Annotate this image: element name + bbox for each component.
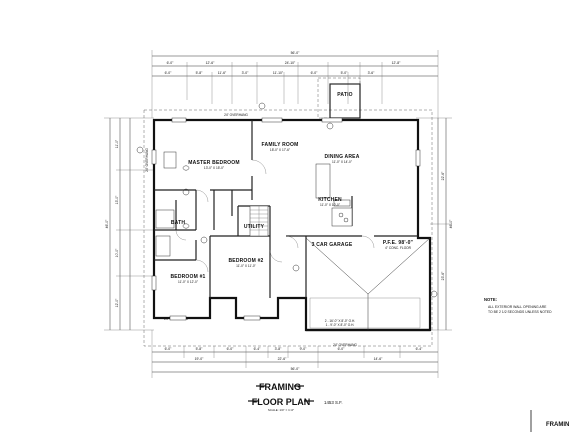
right-dimension-labels: 22'-6" 23'-6" 46'-0" [441, 171, 453, 280]
family-room-size: 18'-0" X 17'-6" [270, 148, 290, 152]
overhang-label-top: 24" OVERHANG [224, 113, 248, 117]
svg-text:3'-8": 3'-8" [275, 347, 283, 351]
svg-text:12'-8": 12'-8" [392, 61, 401, 65]
right-dimension-lines [416, 117, 452, 331]
note-text-line-1: ALL EXTERIOR WALL OPENING ARE [488, 305, 547, 309]
top-dimension-lines [151, 50, 439, 118]
patio [329, 83, 361, 119]
kitchen-counters [315, 163, 353, 227]
bedroom-1-label: BEDROOM #1 [170, 274, 205, 280]
svg-text:22'-6": 22'-6" [441, 171, 445, 180]
svg-text:24'-10": 24'-10" [285, 61, 296, 65]
garage-label: 3 CAR GARAGE [312, 242, 353, 248]
svg-text:6'-0": 6'-0" [165, 347, 173, 351]
windows [151, 117, 421, 321]
svg-text:5'-0": 5'-0" [341, 71, 349, 75]
left-dimension-labels: 46'-0" 11'-0" 13'-0" 10'-0" 12'-0" [105, 139, 119, 307]
bedroom-2-label: BEDROOM #2 [228, 258, 263, 264]
overhang-label-left: 24" OVERHANG [145, 148, 149, 172]
callout-markers [136, 102, 438, 298]
sheet-title-line-2: FLOOR PLAN [252, 397, 311, 407]
svg-text:14'-6": 14'-6" [374, 357, 383, 361]
svg-text:9'-0": 9'-0" [300, 347, 308, 351]
svg-text:6'-0": 6'-0" [167, 61, 175, 65]
kitchen-size: 11'-0" X 10'-0" [320, 203, 340, 207]
sheet-scale: SCALE: 1/4" = 1'-0" [268, 408, 294, 412]
pfe-sublabel: 4" CONC. FLOOR [385, 246, 412, 250]
svg-text:3'-6": 3'-6" [368, 71, 376, 75]
bedroom-2-size: 11'-0" X 11'-0" [236, 264, 256, 268]
svg-text:46'-0": 46'-0" [105, 219, 109, 228]
svg-text:10'-0": 10'-0" [115, 248, 119, 257]
svg-text:6'-0": 6'-0" [311, 71, 319, 75]
note-heading: NOTE: [484, 297, 497, 302]
svg-text:11'-6": 11'-6" [218, 71, 227, 75]
svg-text:13'-0": 13'-0" [115, 195, 119, 204]
svg-text:6'-4": 6'-4" [416, 347, 424, 351]
svg-text:11'-10": 11'-10" [273, 71, 284, 75]
stairs [249, 205, 269, 237]
svg-text:3'-0": 3'-0" [242, 71, 250, 75]
svg-text:6'-0": 6'-0" [227, 347, 235, 351]
roof-overhang-outline [143, 77, 433, 347]
master-bedroom-label: MASTER BEDROOM [188, 160, 239, 166]
door-swings [175, 159, 375, 273]
svg-text:22'-6": 22'-6" [278, 357, 287, 361]
svg-text:6'-0": 6'-0" [338, 347, 346, 351]
svg-text:11'-0": 11'-0" [115, 139, 119, 148]
svg-text:6'-4": 6'-4" [254, 347, 262, 351]
svg-text:5'-8": 5'-8" [196, 347, 204, 351]
pfe-label: P.F.E. 98'-0" [383, 240, 414, 246]
overhang-label-garage: 24" OVERHANG [333, 343, 357, 347]
bottom-overall-dimension: 56'-0" [291, 367, 300, 371]
title-block [248, 385, 314, 402]
svg-text:19'-0": 19'-0" [195, 357, 204, 361]
svg-text:12'-0": 12'-0" [115, 298, 119, 307]
garage-door-note-2: 1 - 9'-0" X 8'-0" O.H. [326, 323, 355, 327]
top-overall-dimension: 56'-0" [291, 51, 300, 55]
svg-text:6'-0": 6'-0" [165, 71, 173, 75]
patio-label: PATIO [337, 92, 353, 98]
svg-text:46'-0": 46'-0" [449, 219, 453, 228]
exterior-walls [152, 118, 432, 332]
top-dimension-labels: 6'-0" 12'-6" 24'-10" 12'-8" 6'-0" 5'-8" … [165, 61, 401, 75]
bedroom-1-size: 11'-0" X 12'-0" [178, 280, 198, 284]
dining-area-label: DINING AREA [324, 154, 359, 160]
garage-door-note-1: 2 - 16'-0" X 8'-0" O.H. [325, 319, 356, 323]
svg-text:5'-8": 5'-8" [196, 71, 204, 75]
family-room-label: FAMILY ROOM [262, 142, 299, 148]
sheet-area: 1453 S.F. [324, 400, 343, 405]
svg-text:12'-6": 12'-6" [206, 61, 215, 65]
dining-area-size: 11'-0" X 14'-0" [332, 160, 352, 164]
edge-sheet-label: FRAMIN [546, 422, 569, 428]
garage-slab-lines [305, 237, 431, 330]
note-text-line-2: TO BE 2 1/2 SECONDS UNLESS NOTED [488, 310, 552, 314]
master-bedroom-size: 13'-0" X 15'-0" [204, 166, 224, 170]
bath-fixtures [155, 151, 190, 257]
bottom-dimension-labels: 6'-0" 5'-8" 6'-0" 6'-4" 3'-8" 9'-0" 6'-0… [165, 347, 424, 361]
svg-text:23'-6": 23'-6" [441, 271, 445, 280]
left-dimension-lines [104, 117, 154, 331]
bottom-dimension-lines [151, 330, 439, 378]
sheet-title-line-1: FRAMING [259, 382, 301, 392]
utility-label: UTILITY [244, 224, 265, 230]
kitchen-label: KITCHEN [318, 197, 342, 203]
bath-label: BATH [171, 220, 186, 226]
